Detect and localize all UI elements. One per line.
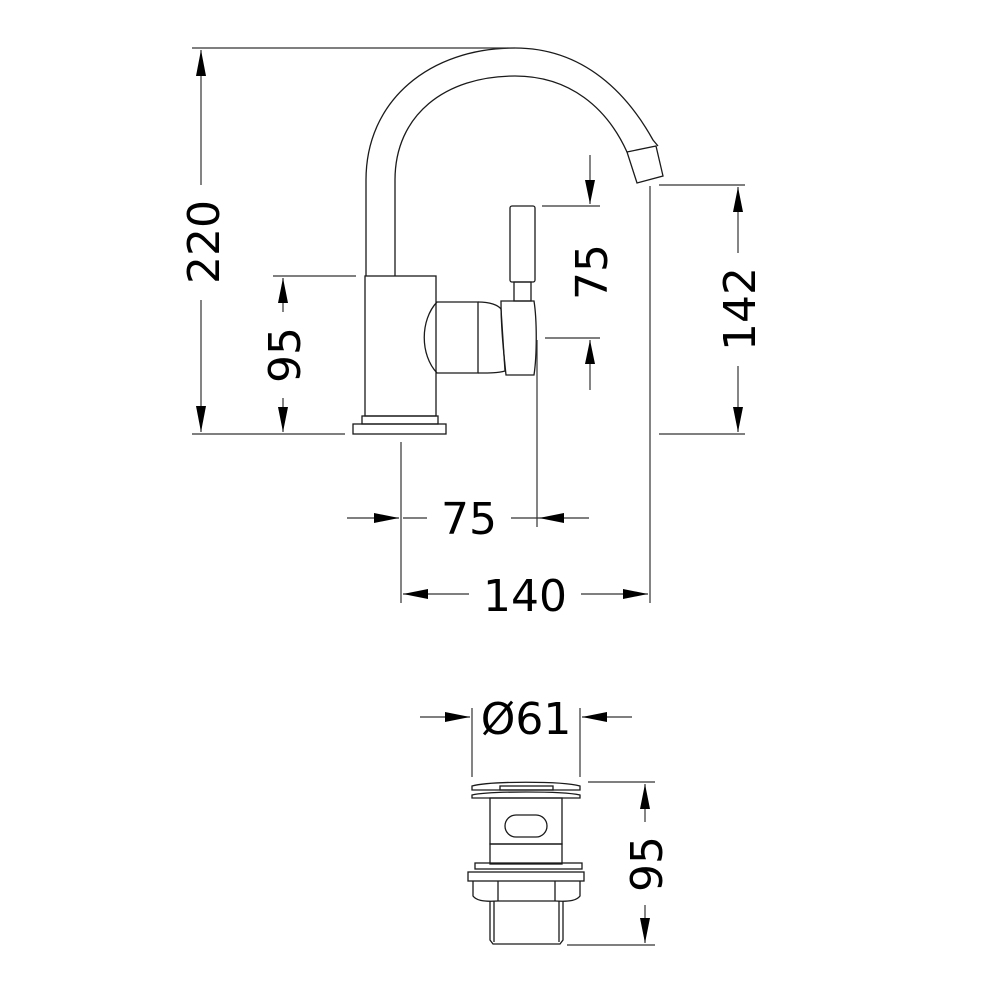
dim-overall-height: 220: [179, 200, 230, 284]
waste-washer: [474, 862, 583, 870]
tap-dimensions: 220 95 75 142 75: [179, 47, 766, 622]
dim-spout-outlet-height: 142: [715, 267, 766, 351]
dim-waste-diameter: Ø61: [481, 694, 572, 745]
spout-inner-curve: [394, 75, 628, 276]
spout-outer-curve: [365, 47, 659, 276]
dim-body-height: 95: [260, 327, 311, 383]
waste-dimensions: Ø61 95: [420, 694, 673, 946]
handle-hub: [423, 301, 479, 374]
dim-handle-reach: 75: [441, 494, 497, 545]
waste-cap: [471, 781, 581, 791]
dim-handle-height: 75: [567, 244, 618, 300]
lever-handle: [509, 205, 536, 283]
waste-lower-body: [489, 843, 563, 865]
lever-body: [500, 300, 537, 376]
spout-nozzle: [626, 145, 664, 184]
waste-nut-plate: [467, 871, 585, 882]
tap-base-outer: [352, 423, 447, 435]
waste-overflow-slot: [504, 814, 548, 838]
lever-neck: [513, 281, 532, 302]
dim-waste-height: 95: [622, 836, 673, 892]
tap-outline: [352, 47, 664, 435]
waste-hex-nut: [472, 881, 581, 902]
waste-outline: [467, 781, 585, 945]
tap-base-inner: [361, 415, 439, 425]
waste-flange: [471, 791, 581, 799]
dim-spout-reach: 140: [483, 571, 567, 622]
waste-tail: [489, 901, 564, 945]
